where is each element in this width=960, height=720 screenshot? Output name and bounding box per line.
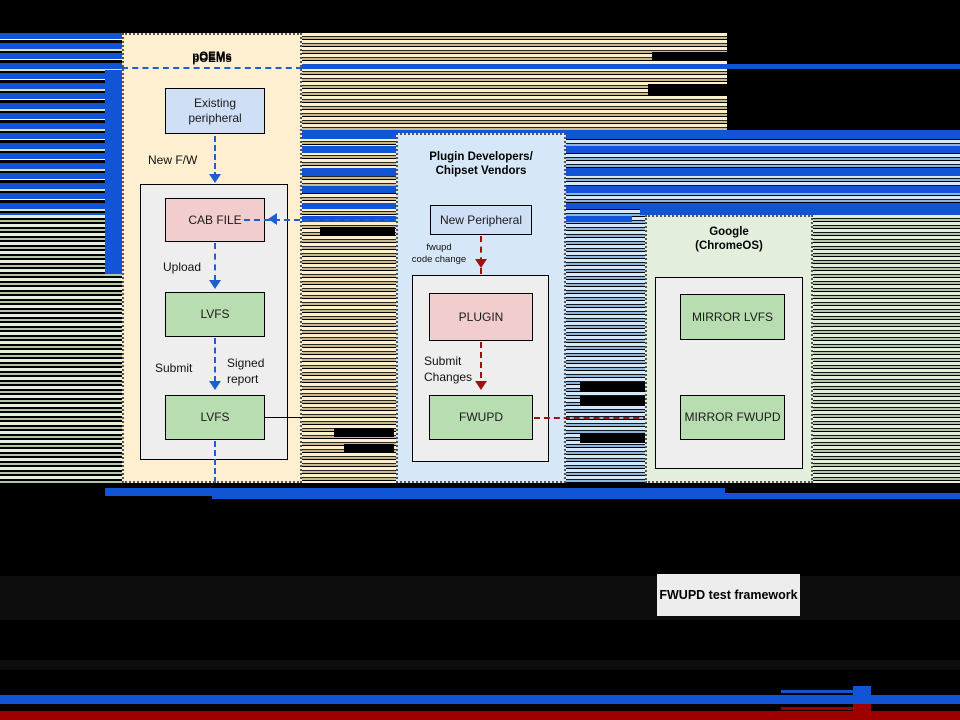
node-fwupd-label: FWUPD (459, 410, 503, 424)
edge-new-peripheral-to-plugin (480, 236, 482, 274)
edge-label-submit-changes: Submit Changes (424, 354, 473, 384)
node-lvfs-upload[interactable]: LVFS (165, 292, 265, 337)
render-artifact-green-stripes (813, 215, 960, 483)
edge-label-submit: Submit (155, 361, 193, 375)
render-artifact-black-block-7 (334, 428, 394, 437)
edge-top-dashed-line (122, 67, 302, 69)
render-artifact-legend-red-mark (853, 704, 871, 720)
node-plugin-label: PLUGIN (458, 309, 504, 324)
edge-lvfs-to-fwupd (265, 417, 425, 418)
render-artifact-black-block-1 (652, 52, 960, 61)
lane-poems-title: pOEMs (192, 53, 232, 65)
edge-new-peripheral-to-cab (244, 219, 430, 221)
render-artifact-bottom-blue-1 (105, 488, 725, 496)
legend-framework-box: FWUPD test framework (657, 574, 800, 616)
edge-label-upload: Upload (163, 260, 202, 274)
render-artifact-legend-blue-mark (853, 686, 871, 702)
render-artifact-blue-smear-1 (302, 64, 960, 69)
edge-plugin-to-fwupd (480, 342, 482, 388)
render-artifact-black-block-8 (344, 444, 394, 453)
lane-plugin-title: Plugin Developers/ Chipset Vendors (429, 151, 533, 177)
render-artifact-left-green-stripes (0, 215, 122, 483)
arrowhead-existing-to-cab (209, 174, 221, 183)
arrowhead-lvfs-to-lvfs (209, 381, 221, 390)
node-lvfs-upload-label: LVFS (200, 307, 230, 321)
node-new-peripheral-label: New Peripheral (439, 212, 523, 227)
edge-label-signed-report: Signed report (227, 356, 265, 386)
edge-cab-to-lvfs (214, 243, 216, 281)
render-artifact-legend-blue-short (781, 690, 861, 693)
render-artifact-left-stripes (0, 33, 122, 278)
render-artifact-black-block-6 (580, 433, 645, 443)
arrowhead-new-peripheral-to-plugin (475, 259, 487, 268)
render-artifact-bottom-mask (0, 483, 960, 720)
render-artifact-black-block-5 (580, 396, 645, 405)
node-existing-peripheral-label: Existing peripheral (188, 96, 242, 125)
render-artifact-black-block-4 (580, 382, 645, 391)
node-mirror-fwupd-label: MIRROR FWUPD (684, 410, 781, 424)
edge-lvfs-to-lvfs (214, 338, 216, 382)
edge-label-new-fw: New F/W (148, 153, 198, 167)
node-mirror-lvfs[interactable]: MIRROR LVFS (680, 294, 785, 340)
node-new-peripheral[interactable]: New Peripheral (430, 205, 532, 235)
node-existing-peripheral[interactable]: Existing peripheral (165, 88, 265, 134)
node-lvfs-submit[interactable]: LVFS (165, 395, 265, 440)
lane-poems-title-display: pOEMs (192, 51, 232, 63)
edge-label-fwupd-code-change: fwupd code change (411, 242, 467, 265)
lane-google-title: Google (ChromeOS) (695, 226, 763, 252)
render-artifact-legend-red-short (781, 707, 861, 710)
node-fwupd[interactable]: FWUPD (429, 395, 533, 440)
arrowhead-cab-to-lvfs (209, 280, 221, 289)
render-artifact-black-block-3 (320, 227, 395, 235)
arrowhead-new-peripheral-to-cab (268, 213, 277, 225)
render-artifact-black-block-2 (648, 84, 960, 95)
render-artifact-legend-red-long (0, 711, 960, 720)
render-artifact-left-blue-band (105, 70, 122, 274)
node-mirror-lvfs-label: MIRROR LVFS (691, 309, 774, 324)
render-artifact-legend-blue-long (0, 695, 960, 704)
arrowhead-plugin-to-fwupd (475, 381, 487, 390)
node-cab-file-label: CAB FILE (188, 212, 242, 227)
render-artifact-top-mask (0, 0, 960, 33)
render-artifact-bottom-blue-2 (212, 493, 960, 499)
node-plugin[interactable]: PLUGIN (429, 293, 533, 341)
render-artifact-tan-stripes-left (302, 33, 396, 483)
edge-lvfs-exit-down (214, 441, 216, 483)
render-artifact-bottom-dark-2 (0, 660, 960, 670)
edge-existing-to-cab (214, 136, 216, 178)
legend-framework-label: FWUPD test framework (659, 588, 798, 602)
node-lvfs-submit-label: LVFS (200, 410, 230, 424)
node-mirror-fwupd[interactable]: MIRROR FWUPD (680, 395, 785, 440)
render-artifact-bottom-dark-1 (0, 576, 960, 620)
edge-fwupd-to-mirror-fwupd (534, 417, 669, 419)
